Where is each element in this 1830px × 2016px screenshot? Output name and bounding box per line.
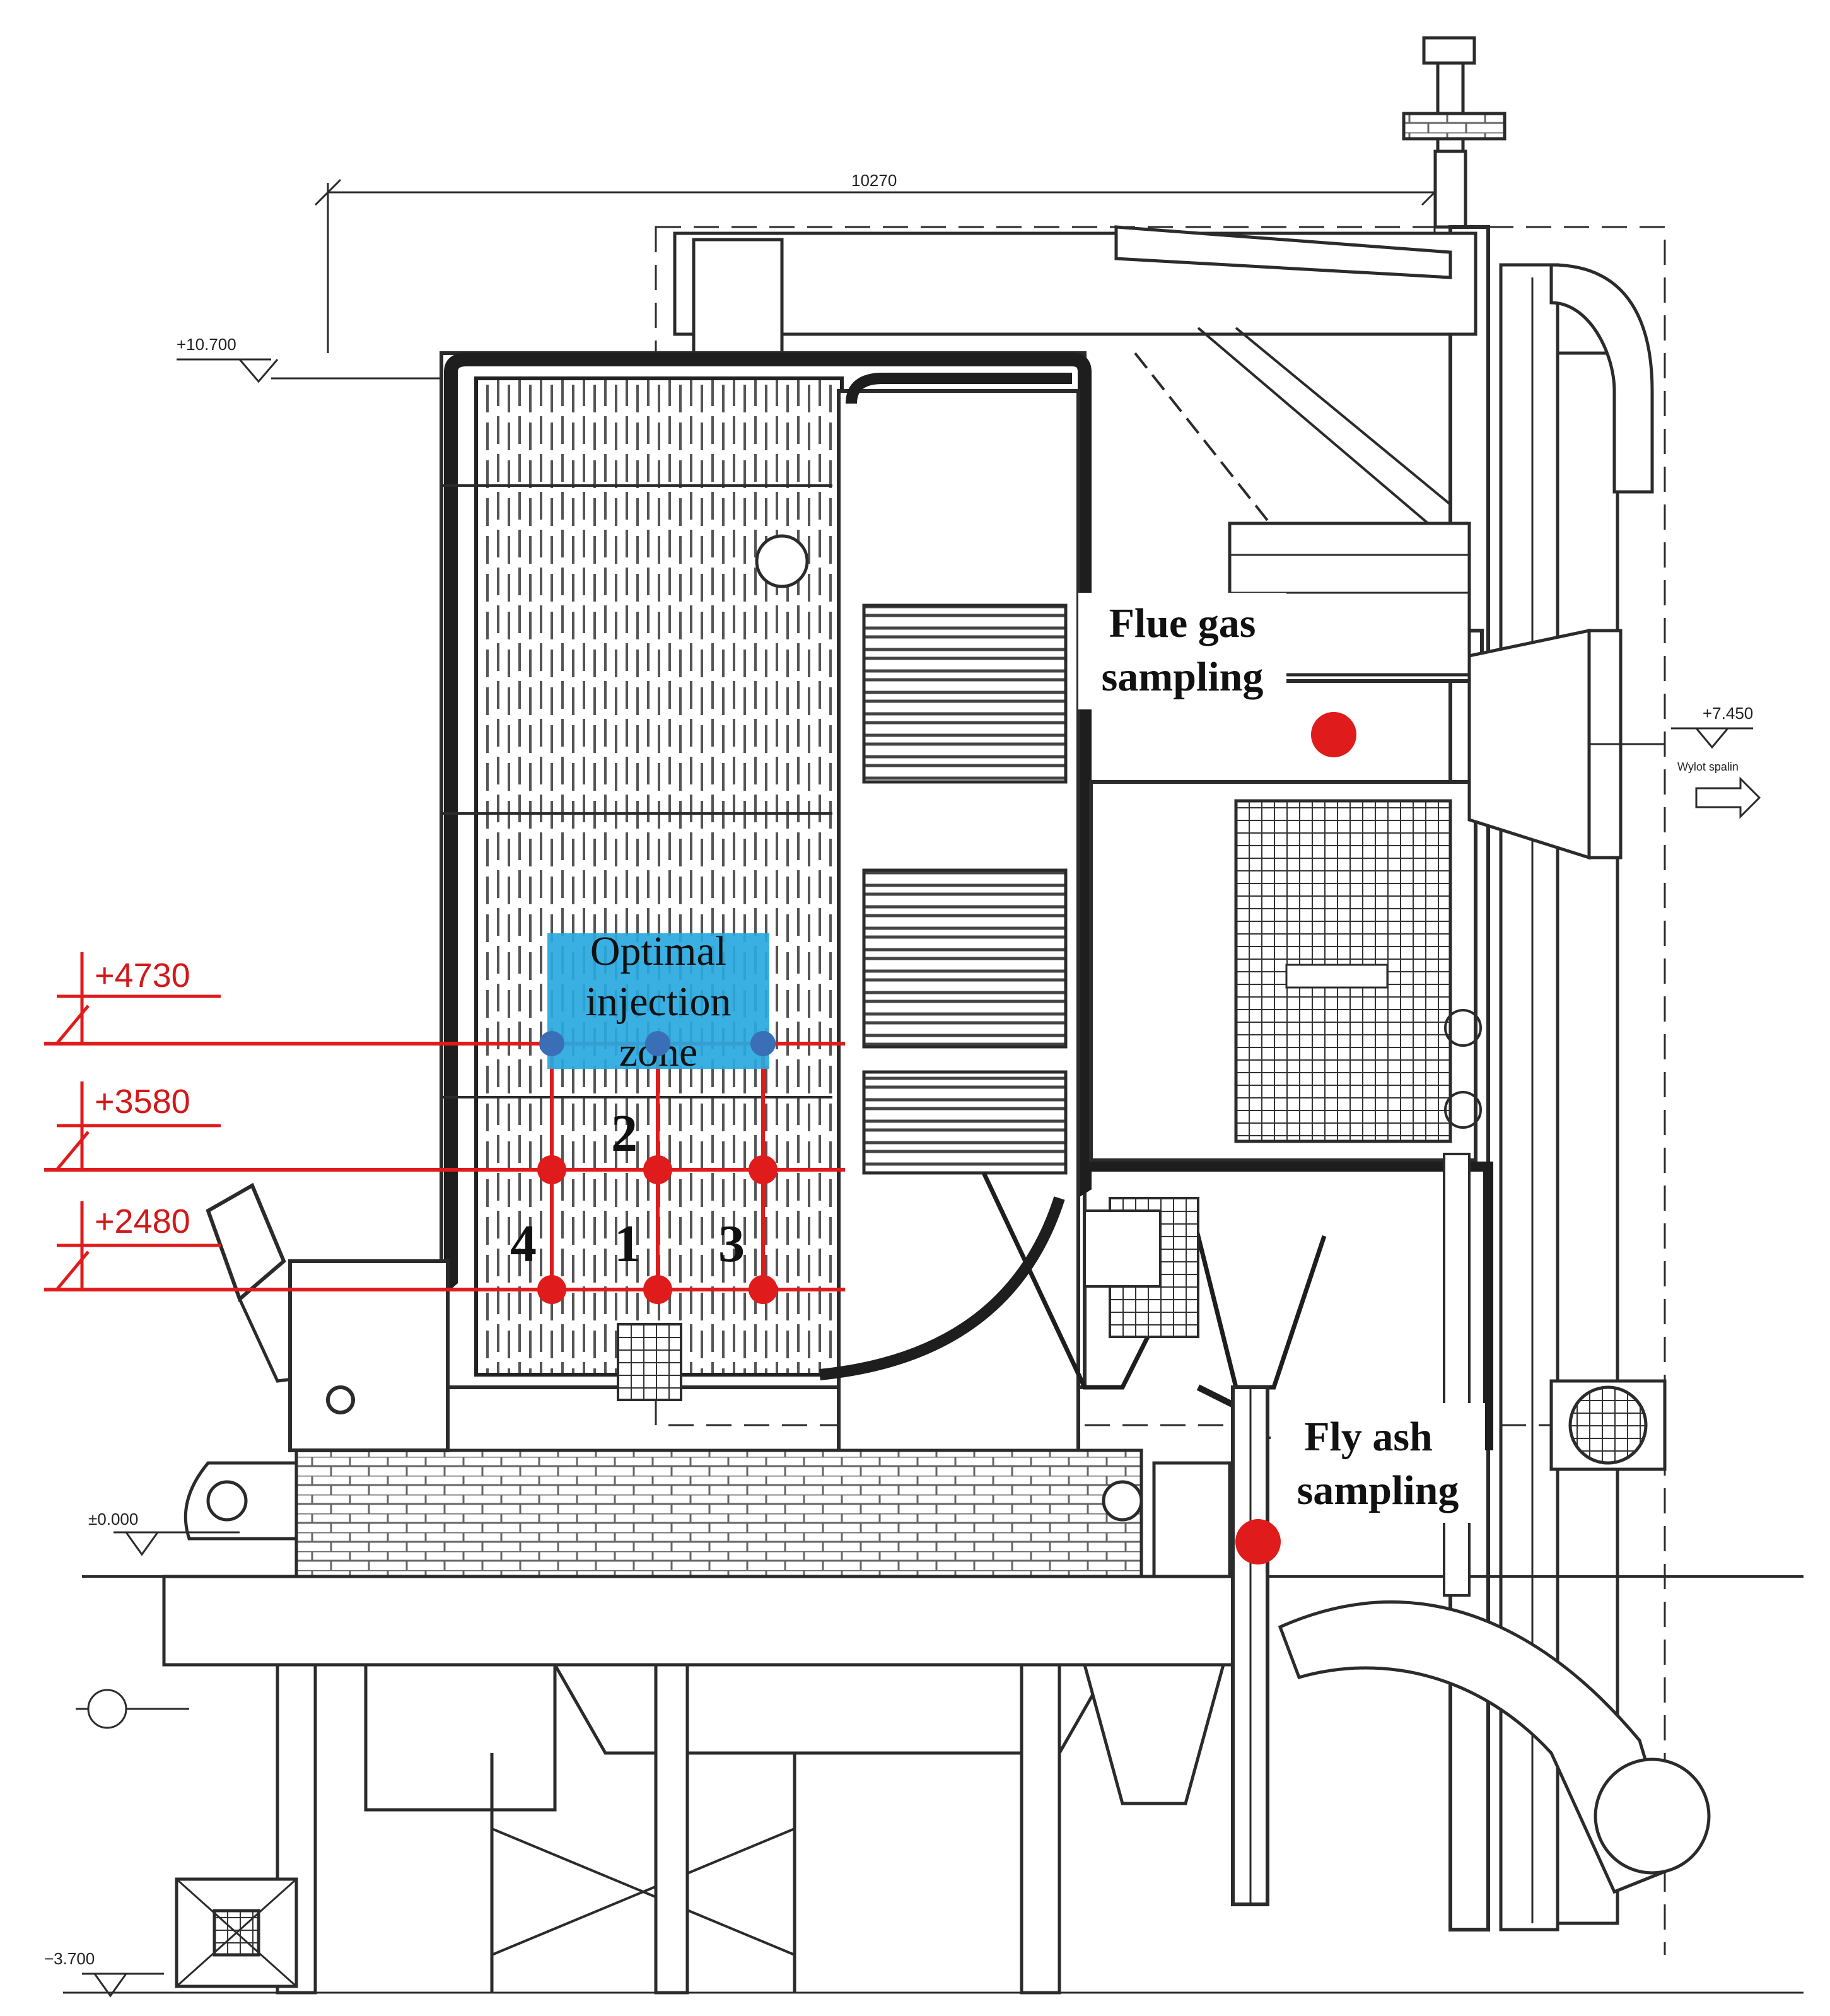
building-outline <box>655 226 1666 1955</box>
level-top-text: +10.700 <box>177 335 236 354</box>
flue-gas-label-bg <box>1078 593 1286 709</box>
level-zero-text: ±0.000 <box>88 1510 138 1529</box>
fly-ash-line2: sampling <box>1297 1467 1459 1513</box>
elevation-level-2480: +2480 <box>44 1201 845 1291</box>
node-mid-right <box>749 1155 778 1184</box>
zone-number-3: 3 <box>718 1215 745 1273</box>
zone-number-2: 2 <box>611 1104 638 1163</box>
top-dimension-value: 10270 <box>851 171 897 190</box>
fly-ash-label-bg <box>1271 1403 1485 1523</box>
node-bottom-left <box>537 1275 566 1304</box>
level-outlet-text: +7.450 <box>1703 704 1753 723</box>
elevation-label-3580: +3580 <box>95 1083 190 1121</box>
outlet-duct <box>1467 628 1665 860</box>
level-mark-top <box>177 358 479 383</box>
level-mark-outlet <box>1671 727 1761 819</box>
fuel-chute <box>206 1182 450 1452</box>
upper-ducts <box>673 225 1654 683</box>
fly-ash-line1: Fly ash <box>1304 1414 1433 1460</box>
node-bottom-middle <box>643 1275 672 1304</box>
node-mid-middle <box>643 1155 672 1184</box>
lower-structure <box>63 1379 1804 1998</box>
grid-nodes <box>537 1031 778 1304</box>
zone-number-1: 1 <box>614 1215 641 1273</box>
flue-gas-line2: sampling <box>1102 654 1264 700</box>
node-top-middle <box>645 1031 670 1056</box>
outlet-label: Wylot spalin <box>1677 760 1739 773</box>
injection-zone-line1: Optimal <box>590 928 726 974</box>
node-mid-left <box>537 1155 566 1184</box>
flue-gas-sampling-point <box>1311 712 1356 757</box>
fly-ash-sampling: Fly ash sampling <box>1235 1403 1485 1564</box>
injection-zone-line2: injection <box>586 979 731 1025</box>
node-top-right <box>750 1031 776 1056</box>
flue-gas-line1: Flue gas <box>1109 600 1256 646</box>
fly-ash-sampling-point <box>1235 1519 1281 1564</box>
drawing-background <box>63 36 1804 1998</box>
zone-number-4: 4 <box>510 1215 537 1273</box>
ash-downcomer <box>1231 1153 1471 1906</box>
node-top-left <box>539 1031 564 1056</box>
elevation-label-4730: +4730 <box>95 957 190 994</box>
second-pass <box>819 373 1080 1490</box>
elevation-label-2480: +2480 <box>95 1203 190 1240</box>
elevation-overlay: +4730 +3580 +2480 <box>44 952 845 1291</box>
elevation-level-3580: +3580 <box>44 1081 845 1172</box>
level-bottom-text: −3.700 <box>44 1949 95 1968</box>
flue-gas-sampling: Flue gas sampling <box>1078 593 1356 757</box>
economizer <box>1089 780 1493 1450</box>
node-bottom-right <box>749 1275 778 1304</box>
